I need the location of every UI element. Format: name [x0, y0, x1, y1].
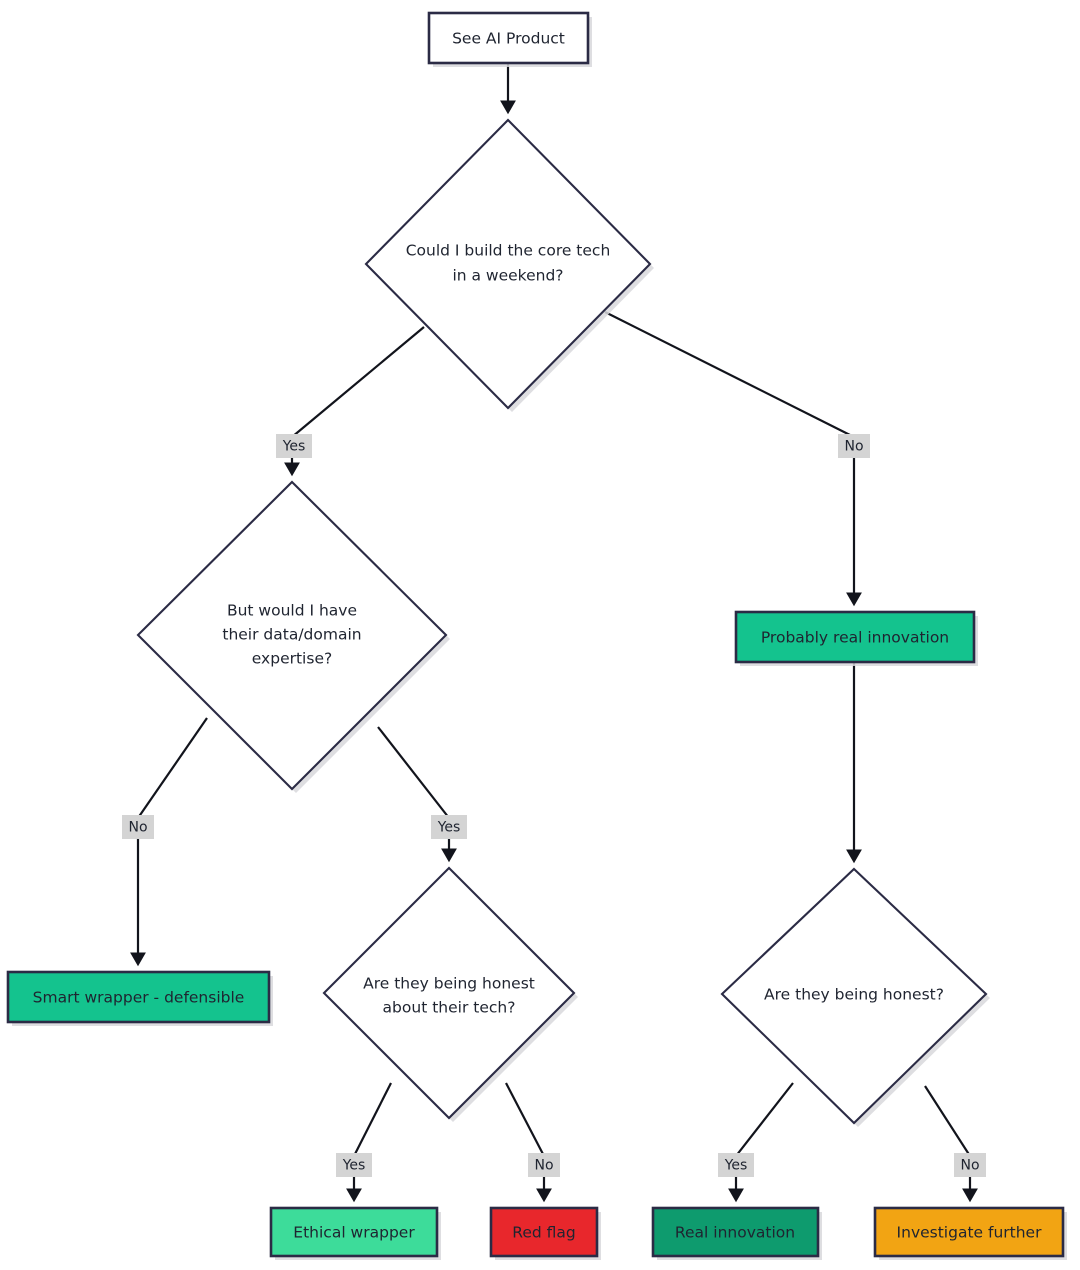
decision1-diamond: [364, 118, 652, 410]
ethical-wrapper-rect: [269, 1206, 439, 1258]
node-real-innovation[interactable]: Real innovation: [651, 1206, 822, 1260]
edge-label-decision3-yes-text: Yes: [342, 1158, 366, 1174]
edge-label-decision1-no: No: [838, 434, 870, 458]
edge-decision4-no-segment: [924, 1085, 971, 1157]
node-decision-data-domain-expertise[interactable]: But would I have their data/domain exper…: [136, 480, 450, 793]
real-innovation-label: Real innovation: [675, 1224, 795, 1242]
red-flag-rect: [489, 1206, 599, 1258]
investigate-further-label: Investigate further: [897, 1224, 1043, 1242]
node-ethical-wrapper[interactable]: Ethical wrapper: [269, 1206, 441, 1260]
probably-real-innovation-rect: [734, 610, 976, 664]
start-node-label: See AI Product: [452, 30, 565, 48]
decision2-label-line3: expertise?: [252, 650, 332, 668]
edge-label-decision2-yes: Yes: [431, 815, 467, 839]
edge-decision2-no-segment: [137, 717, 208, 819]
node-decision-are-they-honest[interactable]: Are they being honest?: [720, 867, 990, 1127]
edge-label-decision2-no: No: [122, 815, 154, 839]
edge-label-layer: Yes No No Yes Yes No: [122, 434, 986, 1177]
edge-decision1-no-segment: [604, 311, 855, 438]
edge-label-decision4-no-text: No: [960, 1158, 979, 1174]
decision1-label-line2: in a weekend?: [452, 267, 563, 285]
edge-label-decision3-no-text: No: [534, 1158, 553, 1174]
edge-label-decision1-no-text: No: [844, 439, 863, 455]
red-flag-label: Red flag: [512, 1224, 575, 1242]
edge-label-decision4-no: No: [954, 1153, 986, 1177]
decision3-diamond: [322, 866, 576, 1120]
investigate-further-rect: [873, 1206, 1065, 1258]
node-smart-wrapper-defensible[interactable]: Smart wrapper - defensible: [6, 970, 273, 1026]
real-innovation-rect: [651, 1206, 820, 1258]
edge-label-decision2-no-text: No: [128, 820, 147, 836]
ethical-wrapper-label: Ethical wrapper: [293, 1224, 415, 1242]
probably-real-innovation-label: Probably real innovation: [761, 629, 949, 647]
edge-decision1-yes-segment: [291, 326, 425, 438]
edge-decision3-yes-segment: [353, 1082, 392, 1157]
node-decision-honest-about-tech[interactable]: Are they being honest about their tech?: [322, 866, 578, 1122]
start-node-rect: [427, 11, 590, 65]
smart-wrapper-rect: [6, 970, 271, 1024]
edge-label-decision3-no: No: [528, 1153, 560, 1177]
decision1-label-line1: Could I build the core tech: [406, 242, 611, 260]
edge-label-decision4-yes-text: Yes: [724, 1158, 748, 1174]
node-red-flag[interactable]: Red flag: [489, 1206, 601, 1260]
edge-label-decision3-yes: Yes: [336, 1153, 372, 1177]
node-probably-real-innovation[interactable]: Probably real innovation: [734, 610, 978, 666]
decision4-label: Are they being honest?: [764, 986, 944, 1004]
node-decision-build-core-tech[interactable]: Could I build the core tech in a weekend…: [364, 118, 654, 412]
decision2-label-line2: their data/domain: [222, 626, 361, 644]
node-see-ai-product[interactable]: See AI Product: [427, 11, 592, 67]
decision2-label-line1: But would I have: [227, 602, 357, 620]
decision4-diamond: [720, 867, 988, 1125]
decision3-label-line2: about their tech?: [383, 999, 516, 1017]
node-investigate-further[interactable]: Investigate further: [873, 1206, 1067, 1260]
edge-label-decision1-yes: Yes: [276, 434, 312, 458]
edge-label-decision2-yes-text: Yes: [437, 820, 461, 836]
smart-wrapper-label: Smart wrapper - defensible: [33, 989, 245, 1007]
edge-decision3-no-segment: [505, 1082, 545, 1157]
edge-decision4-yes-segment: [735, 1082, 794, 1157]
edge-label-decision1-yes-text: Yes: [282, 439, 306, 455]
edge-label-decision4-yes: Yes: [718, 1153, 754, 1177]
edge-decision2-yes-segment: [377, 726, 450, 819]
decision2-diamond: [136, 480, 448, 791]
decision3-label-line1: Are they being honest: [363, 975, 535, 993]
